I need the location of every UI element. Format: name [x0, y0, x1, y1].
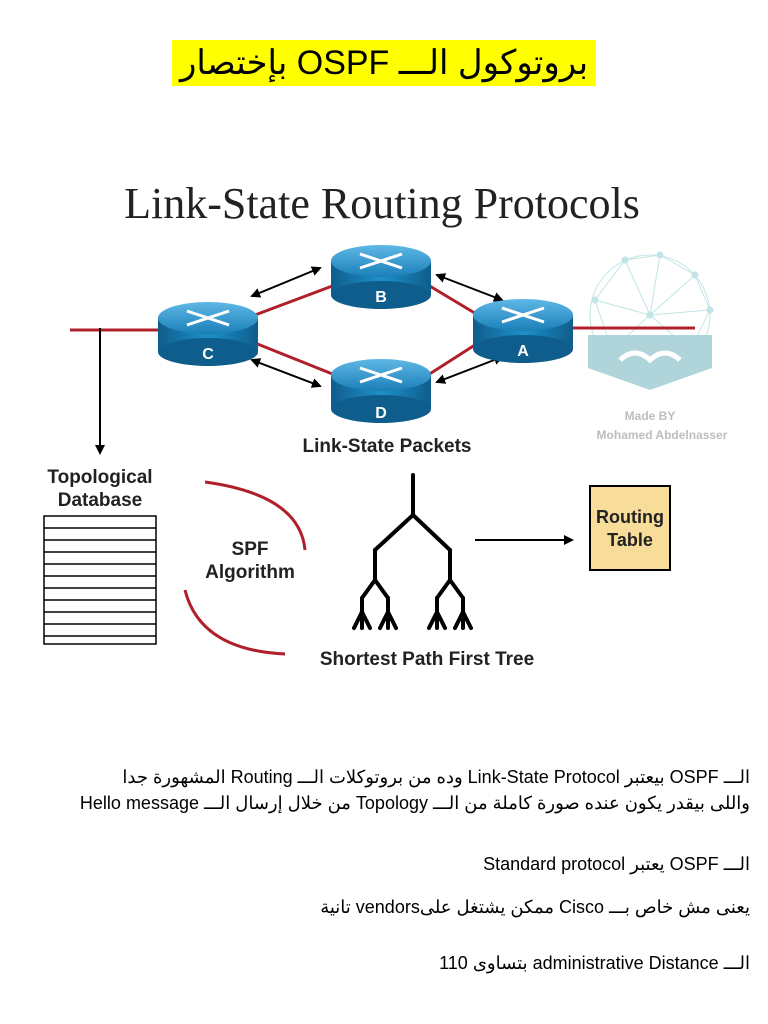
- paragraph-2: الـــ OSPF يعتبر Standard protocol: [483, 854, 750, 874]
- watermark: Made BY Mohamed Abdelnasser: [588, 251, 728, 442]
- routing-table-line2: Table: [607, 530, 653, 550]
- router-a-label: A: [517, 343, 529, 360]
- router-arrows-icon: [501, 306, 545, 324]
- diagram-heading: Link-State Routing Protocols: [124, 179, 640, 228]
- router-arrows-icon: [359, 252, 403, 270]
- page-title: بروتوكول الـــ OSPF بإختصار: [171, 40, 597, 86]
- database-label-line1: Topological: [47, 467, 152, 488]
- spf-arc-bottom: [183, 589, 286, 656]
- link-state-diagram: Link-State Routing Protocols Made BY Moh…: [43, 179, 728, 670]
- watermark-line2: Mohamed Abdelnasser: [597, 428, 728, 442]
- paragraph-1-line-2: واللى بيقدر يكون عنده صورة كاملة من الــ…: [79, 793, 750, 813]
- router-d: D: [331, 359, 431, 423]
- arrow-c-d: [250, 358, 322, 388]
- router-c-label: C: [202, 346, 214, 363]
- router-b: B: [331, 245, 431, 309]
- router-b-label: B: [375, 289, 387, 306]
- arrow-c-b: [250, 266, 322, 298]
- spf-label-line2: Algorithm: [205, 562, 295, 583]
- router-arrows-icon: [186, 309, 230, 327]
- router-d-label: D: [375, 405, 387, 422]
- router-a: A: [473, 299, 573, 363]
- router-c: C: [158, 302, 258, 366]
- arrow-b-a: [435, 273, 504, 302]
- database-table: [43, 515, 157, 645]
- router-arrows-icon: [359, 366, 403, 384]
- handshake-icon: [618, 350, 682, 364]
- routing-table-box: [589, 485, 671, 571]
- paragraph-4: الـــ administrative Distance بتساوى 110: [439, 953, 750, 973]
- spf-label-line1: SPF: [232, 539, 269, 560]
- link-state-packets-label: Link-State Packets: [303, 436, 472, 457]
- database-label-line2: Database: [58, 490, 143, 511]
- routing-table-line1: Routing: [596, 507, 664, 527]
- spf-tree-label: Shortest Path First Tree: [320, 649, 534, 670]
- paragraph-3: يعنى مش خاص بـــ Cisco ممكن يشتغل علىven…: [320, 897, 750, 917]
- packet-arrows: [250, 266, 504, 388]
- title-wrap: بروتوكول الـــ OSPF بإختصار: [0, 40, 768, 86]
- watermark-line1: Made BY: [625, 409, 676, 423]
- spf-arc-top: [204, 480, 307, 551]
- paragraph-1: الـــ OSPF بيعتبر Link-State Protocol ود…: [30, 764, 750, 816]
- arrow-d-a: [435, 355, 504, 384]
- spf-tree-icon: [352, 473, 473, 630]
- paragraph-1-line-1: الـــ OSPF بيعتبر Link-State Protocol ود…: [122, 767, 750, 787]
